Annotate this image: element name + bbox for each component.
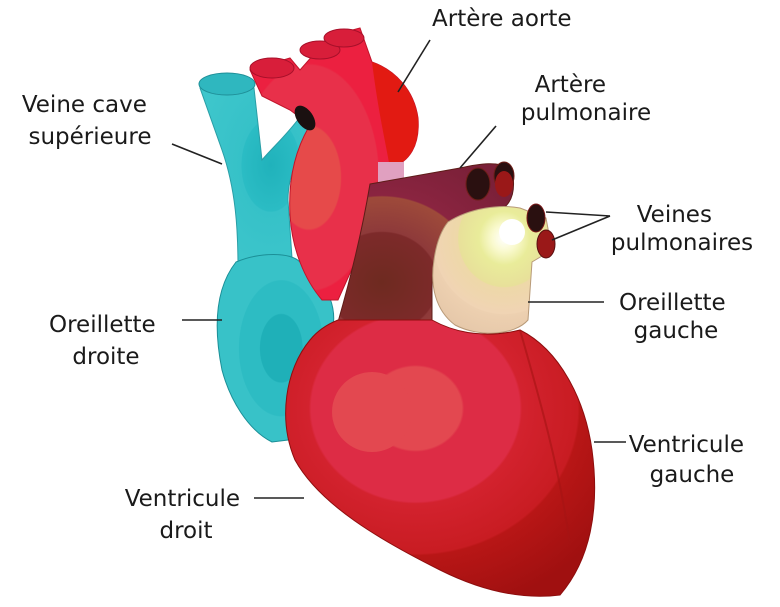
label-right-atrium: Oreillette droite bbox=[49, 312, 163, 370]
ventricles-shape bbox=[286, 320, 595, 596]
label-left-ventricle: Ventricule gauche bbox=[629, 432, 752, 488]
label-right-ventricle: Ventricule droit bbox=[125, 486, 248, 544]
pulmonary-vein-leader-1 bbox=[546, 212, 610, 216]
label-left-atrium: Oreillette gauche bbox=[619, 290, 733, 344]
label-superior-vena-cava: Veine cave supérieure bbox=[22, 92, 154, 150]
label-aorta: Artère aorte bbox=[432, 6, 572, 32]
label-pulmonary-veins: Veines pulmonaires bbox=[611, 202, 753, 256]
pulmonary-artery-leader bbox=[460, 126, 496, 168]
aorta-branch-3 bbox=[324, 29, 364, 47]
pulmonary-artery-opening-1 bbox=[466, 168, 490, 200]
aorta-leader bbox=[398, 40, 430, 92]
ventricle-highlight bbox=[332, 372, 412, 452]
label-pulmonary-artery: Artère pulmonaire bbox=[521, 72, 651, 126]
pulmonary-vein-upper bbox=[527, 204, 545, 232]
pulmonary-vein-lower bbox=[537, 230, 555, 258]
pulmonary-artery-rim bbox=[495, 171, 513, 197]
vena-cava-opening bbox=[199, 73, 255, 95]
aorta-branch-1 bbox=[250, 58, 294, 78]
vena-cava-leader bbox=[172, 144, 222, 164]
pulmonary-vein-leader-2 bbox=[552, 216, 610, 240]
pulmonary-vein-white bbox=[499, 219, 525, 245]
